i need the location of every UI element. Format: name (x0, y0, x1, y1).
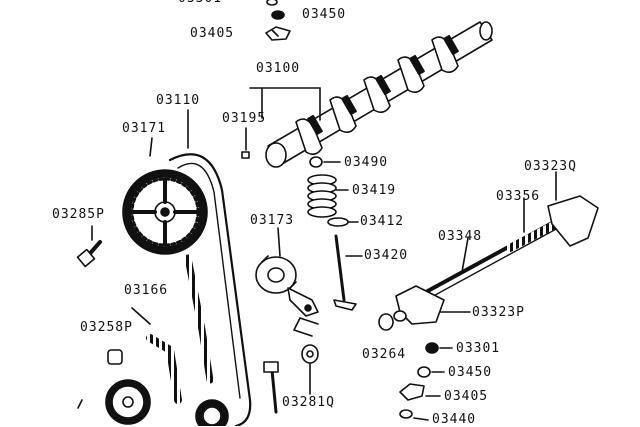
label-03419: 03419 (352, 183, 397, 198)
label-03171: 03171 (122, 121, 167, 136)
crank-sprocket (77, 307, 229, 426)
label-03195: 03195 (222, 111, 267, 126)
valve-assembly (307, 156, 363, 311)
tensioner (255, 227, 319, 337)
label-03323q: 03323Q (524, 159, 577, 174)
timing-belt (146, 153, 252, 426)
label-03348: 03348 (438, 229, 483, 244)
label-03110: 03110 (156, 93, 201, 108)
label-03412: 03412 (360, 214, 405, 229)
camshaft (265, 21, 493, 168)
rocker-shaft (393, 171, 599, 325)
label-03405-top: 03405 (190, 26, 235, 41)
label-03173: 03173 (250, 213, 295, 228)
label-03420: 03420 (364, 248, 409, 263)
label-03166: 03166 (124, 283, 169, 298)
label-03301-bot: 03301 (456, 341, 501, 356)
adjuster-parts (378, 313, 453, 421)
label-03450-bot: 03450 (448, 365, 493, 380)
washer-bolt-03281q (263, 344, 319, 414)
label-03323p: 03323P (472, 305, 525, 320)
label-03450-top: 03450 (302, 7, 347, 22)
top-valve-parts (265, 0, 291, 41)
label-03356: 03356 (496, 189, 541, 204)
label-03264: 03264 (362, 347, 407, 362)
label-03490: 03490 (344, 155, 389, 170)
label-03440: 03440 (432, 412, 477, 427)
bolt-03285p (76, 225, 102, 268)
label-03100: 03100 (256, 61, 301, 76)
label-03281q: 03281Q (282, 395, 335, 410)
label-03258p: 03258P (80, 320, 133, 335)
camshaft-sprocket (122, 169, 208, 255)
label-03405-bot: 03405 (444, 389, 489, 404)
label-03285p: 03285P (52, 207, 105, 222)
label-03301-top: 03301 (178, 0, 222, 6)
